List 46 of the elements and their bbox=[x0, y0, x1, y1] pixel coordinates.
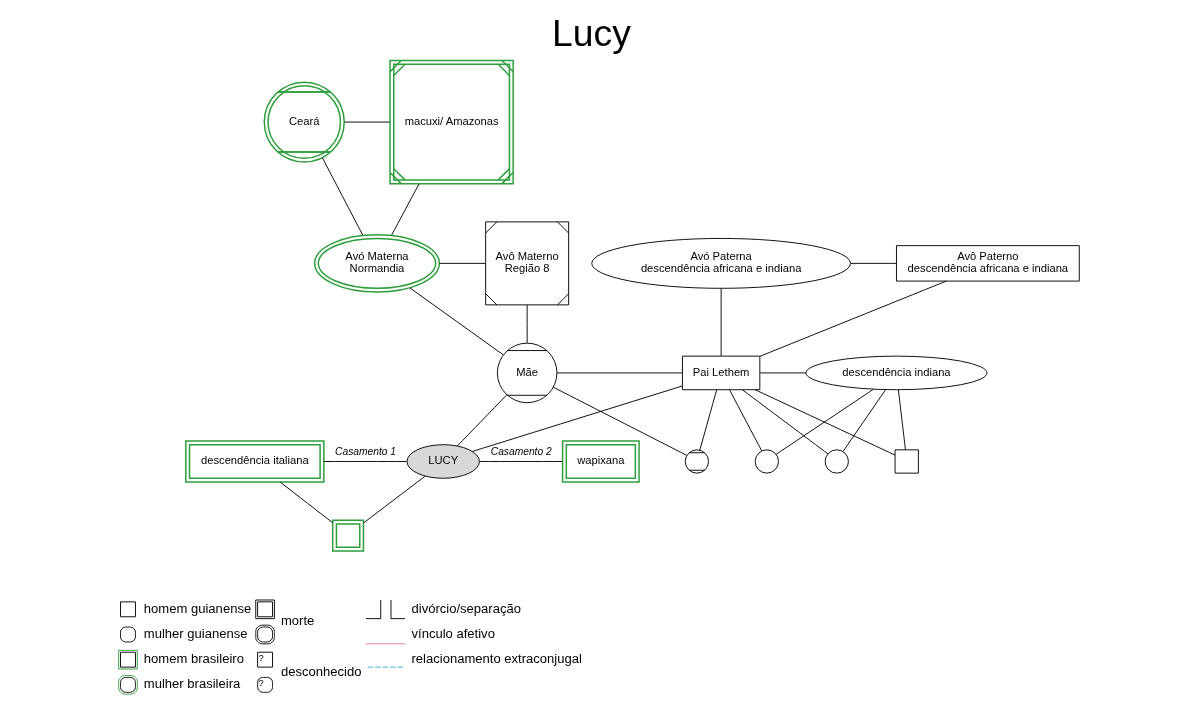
connector bbox=[478, 461, 563, 462]
legend-label: homem brasileiro bbox=[143, 651, 244, 667]
legend-label: vínculo afetivo bbox=[411, 625, 495, 641]
connector bbox=[728, 389, 762, 452]
connector bbox=[526, 304, 528, 344]
connector bbox=[758, 280, 947, 357]
diagram-title: Lucy bbox=[551, 11, 631, 54]
connector bbox=[279, 481, 333, 524]
legend-label: desconhecido bbox=[280, 663, 361, 679]
connector bbox=[408, 287, 504, 356]
node-box bbox=[894, 449, 919, 474]
connector bbox=[556, 372, 683, 374]
legend-label: mulher guianense bbox=[143, 625, 248, 641]
edge-label: Casamento 2 bbox=[490, 445, 552, 457]
node-box: Avô Paterno descendência africana e indiana bbox=[895, 245, 1080, 282]
node-ellipse: Avó Paterna descendência africana e indiana bbox=[590, 237, 851, 289]
connector bbox=[897, 389, 906, 451]
node-ellipse: LUCY bbox=[406, 444, 480, 479]
connector bbox=[720, 288, 722, 357]
legend-label: relacionamento extraconjugal bbox=[411, 651, 582, 667]
legend-label: morte bbox=[280, 613, 314, 629]
legend-label: homem guianense bbox=[143, 600, 251, 616]
connector bbox=[322, 461, 407, 462]
node-box: Pai Lethem bbox=[681, 355, 760, 391]
connector bbox=[456, 394, 507, 447]
connector bbox=[849, 262, 897, 264]
node-circle bbox=[754, 449, 779, 474]
connector bbox=[471, 385, 683, 452]
connector bbox=[741, 389, 828, 455]
edge-label: Casamento 1 bbox=[334, 445, 396, 457]
connector bbox=[775, 388, 874, 455]
connector bbox=[362, 475, 425, 524]
connector bbox=[390, 183, 420, 236]
node-ellipse: descendência indiana bbox=[804, 355, 987, 391]
connector bbox=[321, 157, 363, 236]
connector bbox=[438, 262, 486, 264]
node-circle bbox=[824, 449, 849, 474]
label: ? bbox=[258, 677, 264, 688]
connector bbox=[842, 389, 886, 452]
connector bbox=[552, 386, 687, 456]
node-circle: Mãe bbox=[496, 342, 557, 404]
label: ? bbox=[258, 652, 264, 663]
legend-label: divórcio/separação bbox=[411, 600, 521, 616]
connector bbox=[754, 389, 895, 456]
legend-label: mulher brasileira bbox=[143, 676, 240, 692]
connector bbox=[698, 389, 717, 451]
